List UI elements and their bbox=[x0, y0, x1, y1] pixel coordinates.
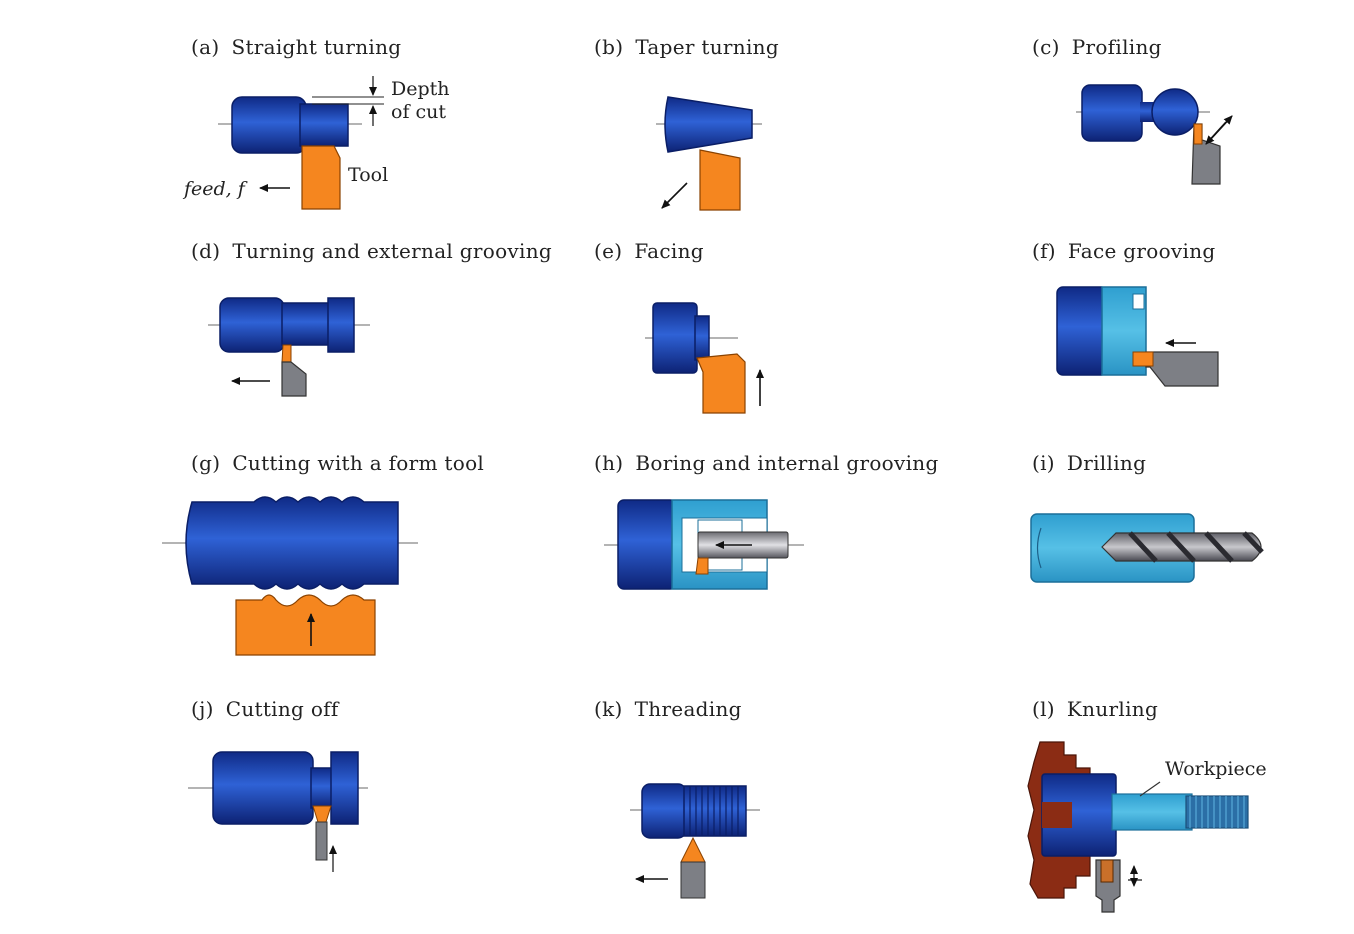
caption-title: Boring and internal grooving bbox=[635, 451, 939, 475]
caption-title: Taper turning bbox=[635, 35, 779, 59]
caption-h: (h) Boring and internal grooving bbox=[594, 453, 939, 473]
panel-c-profiling bbox=[1076, 84, 1233, 185]
caption-tag: (d) bbox=[191, 239, 221, 263]
caption-tag: (k) bbox=[594, 697, 623, 721]
panel-i-drilling bbox=[1030, 513, 1264, 583]
caption-i: (i) Drilling bbox=[1032, 453, 1146, 473]
caption-j: (j) Cutting off bbox=[191, 699, 339, 719]
tool-label: Tool bbox=[348, 164, 389, 186]
caption-title: Threading bbox=[634, 697, 742, 721]
panel-k-threading bbox=[630, 783, 760, 899]
panel-b-taper-turning bbox=[656, 96, 762, 211]
panel-j-cutting-off bbox=[188, 751, 368, 872]
caption-g: (g) Cutting with a form tool bbox=[191, 453, 484, 473]
caption-title: Knurling bbox=[1066, 697, 1159, 721]
caption-title: Drilling bbox=[1066, 451, 1147, 475]
panel-h-boring bbox=[604, 499, 804, 590]
depth-of-cut-label-line2: of cut bbox=[391, 101, 447, 123]
caption-title: Face grooving bbox=[1067, 239, 1216, 263]
caption-l: (l) Knurling bbox=[1032, 699, 1158, 719]
caption-c: (c) Profiling bbox=[1032, 37, 1162, 57]
panel-a-straight-turning bbox=[218, 76, 384, 210]
workpiece-label: Workpiece bbox=[1165, 758, 1267, 780]
panel-d-turning-and-grooving bbox=[208, 297, 370, 397]
caption-d: (d) Turning and external grooving bbox=[191, 241, 552, 261]
caption-b: (b) Taper turning bbox=[594, 37, 779, 57]
caption-tag: (e) bbox=[594, 239, 623, 263]
caption-tag: (a) bbox=[191, 35, 220, 59]
caption-tag: (h) bbox=[594, 451, 624, 475]
caption-title: Turning and external grooving bbox=[232, 239, 553, 263]
panel-f-face-grooving bbox=[1056, 286, 1219, 387]
caption-f: (f) Face grooving bbox=[1032, 241, 1215, 261]
caption-title: Profiling bbox=[1071, 35, 1162, 59]
panel-e-facing bbox=[645, 302, 764, 414]
panel-g-form-tool bbox=[162, 496, 418, 656]
caption-tag: (f) bbox=[1032, 239, 1056, 263]
caption-tag: (l) bbox=[1032, 697, 1055, 721]
caption-tag: (g) bbox=[191, 451, 221, 475]
caption-title: Cutting off bbox=[225, 697, 339, 721]
caption-title: Cutting with a form tool bbox=[232, 451, 485, 475]
caption-tag: (i) bbox=[1032, 451, 1055, 475]
feed-label: feed, f bbox=[184, 178, 245, 200]
caption-title: Straight turning bbox=[231, 35, 402, 59]
caption-tag: (b) bbox=[594, 35, 624, 59]
caption-title: Facing bbox=[634, 239, 704, 263]
caption-k: (k) Threading bbox=[594, 699, 742, 719]
panel-l-knurling bbox=[1027, 741, 1249, 913]
caption-a: (a) Straight turning bbox=[191, 37, 401, 57]
caption-tag: (c) bbox=[1032, 35, 1060, 59]
depth-of-cut-label-line1: Depth bbox=[391, 78, 450, 100]
caption-tag: (j) bbox=[191, 697, 214, 721]
caption-e: (e) Facing bbox=[594, 241, 704, 261]
